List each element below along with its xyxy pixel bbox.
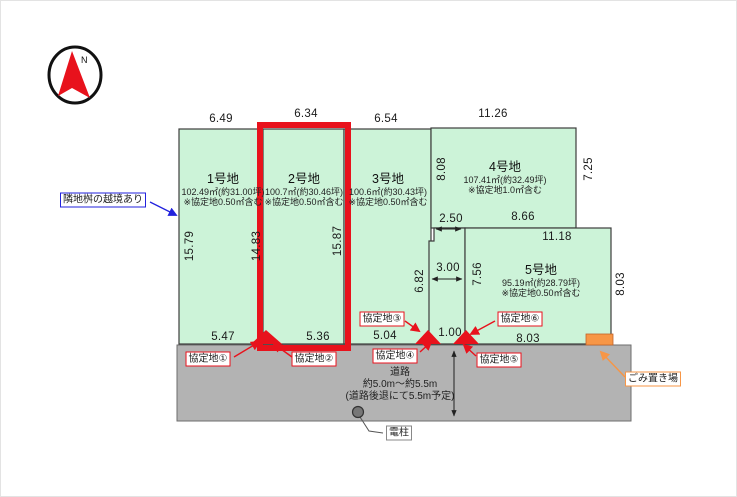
plot-area: 107.41㎡(約32.49坪)	[463, 174, 547, 185]
dim-side-plot1-2: 14.83	[251, 230, 263, 262]
dim-left-plot5: 7.56	[472, 262, 484, 286]
dim-top-plot3: 6.54	[374, 113, 398, 125]
dim-top-plot2: 6.34	[294, 108, 318, 120]
agreement-triangle-3-4	[415, 330, 441, 344]
road-width-range: 約5.0m～約5.5m	[362, 379, 438, 390]
dim-step: 2.50	[439, 213, 463, 225]
dim-top-plot4: 11.26	[478, 108, 508, 120]
plot-2-shape	[262, 128, 345, 345]
agreement-triangle-5-6	[453, 330, 479, 344]
dim-side-plot3-4: 8.08	[436, 157, 448, 181]
plot-area: 102.49㎡(約31.00坪)	[181, 186, 265, 197]
agreement-label-4: 協定地④	[372, 348, 418, 364]
dim-left-plot1: 15.79	[184, 230, 196, 262]
plot-area: 95.19㎡(約28.79坪)	[501, 277, 581, 288]
compass-rose: N	[47, 45, 103, 105]
utility-pole-label: 電柱	[386, 425, 412, 441]
plot-note: ※協定地0.50㎡含む	[348, 197, 428, 208]
dim-bottom-plot4: 8.66	[511, 211, 535, 223]
arrow-garbage-area	[599, 350, 626, 378]
plot-3-label: 3号地 100.6㎡(約30.43坪) ※協定地0.50㎡含む	[348, 172, 427, 208]
plot-4-shape	[430, 127, 577, 229]
plot-4-label: 4号地 107.41㎡(約32.49坪) ※協定地1.0㎡含む	[463, 160, 546, 196]
dim-bottom-plot2: 5.36	[306, 331, 330, 343]
agreement-label-5: 協定地⑤	[476, 352, 522, 368]
garbage-area-label: ごみ置き場	[625, 371, 681, 387]
agreement-label-2: 協定地②	[291, 351, 337, 367]
arrow-agreement-4	[419, 340, 433, 353]
dim-strip-left: 6.82	[414, 269, 426, 293]
dim-top-plot5: 11.18	[542, 231, 572, 243]
plot-note: ※協定地0.50㎡含む	[264, 197, 344, 208]
pole-callout-line	[359, 416, 384, 434]
arrow-neighbor-note	[149, 201, 178, 216]
dim-top-plot1: 6.49	[209, 113, 233, 125]
utility-pole-icon	[351, 405, 365, 419]
road-name: 道路	[390, 367, 410, 378]
neighbor-encroachment-note: 隣地桝の越境あり	[60, 192, 146, 208]
plot-area: 100.6㎡(約30.43坪)	[348, 186, 428, 197]
plot-3-shape	[343, 128, 432, 345]
plot-note: ※協定地0.50㎡含む	[501, 288, 581, 299]
road-setback-note: (道路後退にて5.5m予定)	[345, 391, 455, 402]
plot-1-label: 1号地 102.49㎡(約31.00坪) ※協定地0.50㎡含む	[181, 172, 264, 208]
arrow-agreement-2	[272, 342, 293, 358]
arrow-agreement-1	[233, 340, 261, 358]
plot-name: 5号地	[525, 263, 557, 278]
dim-strip-bottom: 1.00	[438, 327, 462, 339]
agreement-triangle-1-2	[251, 330, 282, 344]
compass-north-letter: N	[81, 55, 88, 65]
arrow-agreement-3	[404, 320, 421, 333]
plot-2-highlight-outline	[257, 122, 351, 351]
arrow-agreement-5	[462, 343, 477, 357]
plot-note: ※協定地1.0㎡含む	[467, 185, 543, 196]
plot-1-shape	[178, 128, 264, 345]
dim-bottom-plot3: 5.04	[373, 330, 397, 342]
plot-name: 4号地	[489, 160, 521, 175]
dim-strip-width: 3.00	[436, 262, 460, 274]
dim-right-plot5: 8.03	[615, 272, 627, 296]
agreement-label-6: 協定地⑥	[497, 311, 543, 327]
agreement-label-3: 協定地③	[359, 311, 405, 327]
plot-note: ※協定地0.50㎡含む	[183, 197, 263, 208]
arrow-agreement-6	[469, 320, 496, 335]
garbage-area-marker	[585, 333, 614, 346]
plot-name: 1号地	[207, 172, 239, 187]
dim-right-plot4: 7.25	[583, 157, 595, 181]
plot-5-label: 5号地 95.19㎡(約28.79坪) ※協定地0.50㎡含む	[501, 263, 580, 299]
plot-2-label: 2号地 100.7㎡(約30.46坪) ※協定地0.50㎡含む	[264, 172, 343, 208]
plot-name: 3号地	[372, 172, 404, 187]
plot-area: 100.7㎡(約30.46坪)	[264, 186, 344, 197]
dim-bottom-plot1: 5.47	[211, 331, 235, 343]
agreement-label-1: 協定地①	[185, 351, 231, 367]
north-arrow-icon	[58, 51, 90, 98]
plot-name: 2号地	[288, 172, 320, 187]
road-info: 道路 約5.0m～約5.5m (道路後退にて5.5m予定)	[346, 367, 455, 403]
dim-bottom-plot5: 8.03	[516, 333, 540, 345]
dim-side-plot2-3: 15.87	[332, 225, 344, 257]
